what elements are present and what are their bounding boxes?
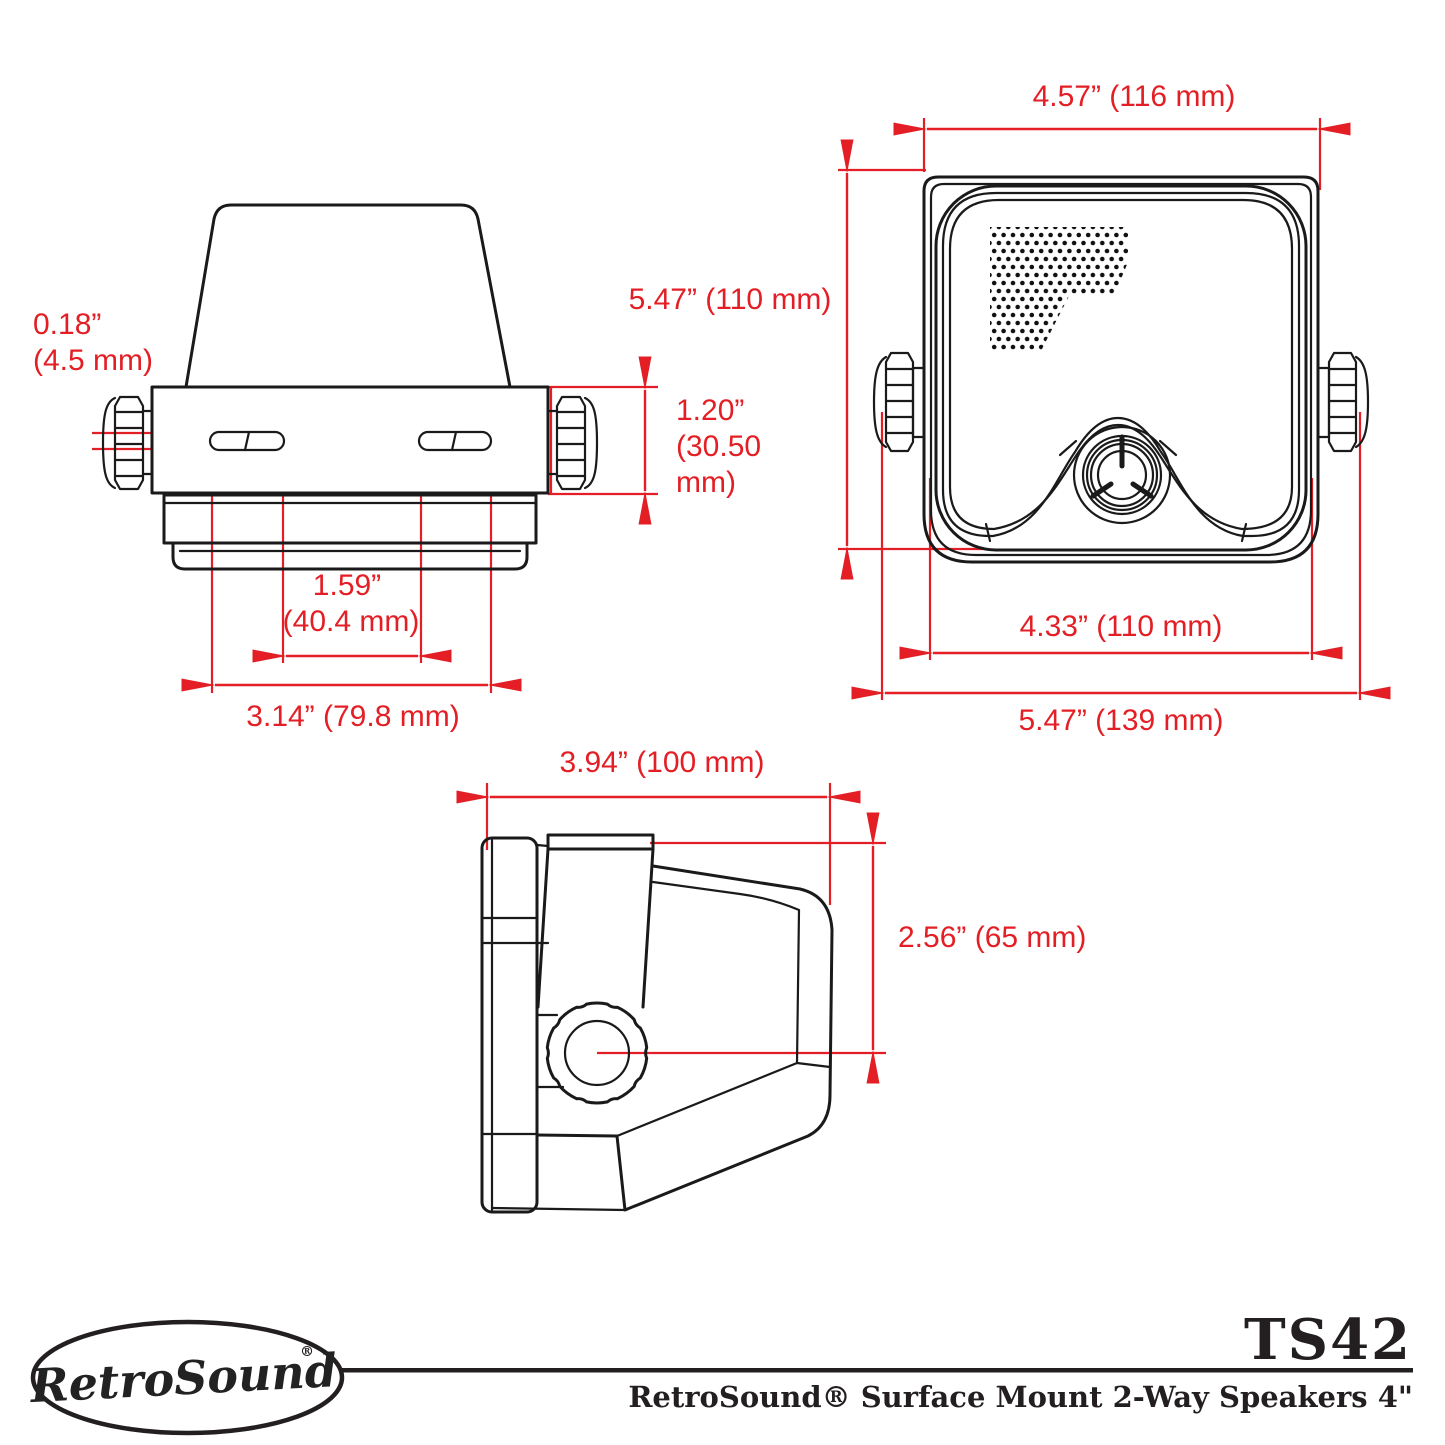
front-view-right-knob	[1316, 351, 1370, 453]
top-view-right-knob	[546, 395, 599, 491]
brand-logo-registered-mark: ®	[300, 1344, 314, 1360]
dim-front-height-label: 5.47” (110 mm)	[629, 283, 832, 316]
dim-front-inner-width-label: 4.33” (110 mm)	[1020, 610, 1223, 643]
brand-logo-ellipse	[30, 1319, 345, 1436]
model-number: TS42	[1244, 1307, 1412, 1373]
dim-top-slot-inner-mm-label: (40.4 mm)	[283, 605, 420, 638]
front-view-tweeter	[1072, 425, 1172, 525]
footer-rule	[342, 1368, 1413, 1373]
dim-top-slot-inner-in-label: 1.59”	[313, 569, 381, 602]
top-view-left-knob	[101, 395, 154, 491]
dim-top-slot-height-in-label: 0.18”	[33, 308, 101, 341]
side-view-bracket-arm	[536, 833, 655, 1089]
dim-top-bar-height-mm2-label: mm)	[676, 466, 736, 499]
dim-front-top-width-label: 4.57” (116 mm)	[1033, 80, 1236, 113]
dim-front-full-width-label: 5.47” (139 mm)	[1018, 704, 1223, 737]
dim-side-depth-label: 3.94” (100 mm)	[559, 746, 764, 779]
dim-top-slot-outer-label: 3.14” (79.8 mm)	[246, 700, 459, 733]
front-view-bracket	[922, 175, 1320, 564]
front-view-left-knob	[872, 351, 926, 453]
product-subtitle: RetroSound® Surface Mount 2-Way Speakers…	[628, 1380, 1413, 1414]
front-view-face	[934, 184, 1308, 552]
dim-top-bar-height-in-label: 1.20”	[676, 394, 744, 427]
front-view-perforation-dots	[990, 227, 1128, 351]
side-knob-gear	[545, 1001, 649, 1105]
dim-top-bar-height-mm1-label: (30.50	[676, 430, 761, 463]
side-view-speaker-outline	[480, 833, 834, 1214]
side-view-dimension-lines	[456, 783, 886, 1084]
footer: RetroSound ® TS42 RetroSound® Surface Mo…	[27, 1307, 1413, 1436]
dim-side-height-label: 2.56” (65 mm)	[898, 921, 1086, 954]
top-view-drawing: 0.18” (4.5 mm) 1.20” (30.50 mm) 1.59” (4…	[33, 203, 761, 733]
top-view-speaker-outline	[101, 203, 599, 571]
side-view-drawing: 3.94” (100 mm) 2.56” (65 mm)	[456, 746, 1086, 1214]
front-view-drawing: 4.57” (116 mm) 5.47” (110 mm) 4.33” (110…	[629, 80, 1391, 737]
dim-top-slot-height-mm-label: (4.5 mm)	[33, 344, 153, 377]
